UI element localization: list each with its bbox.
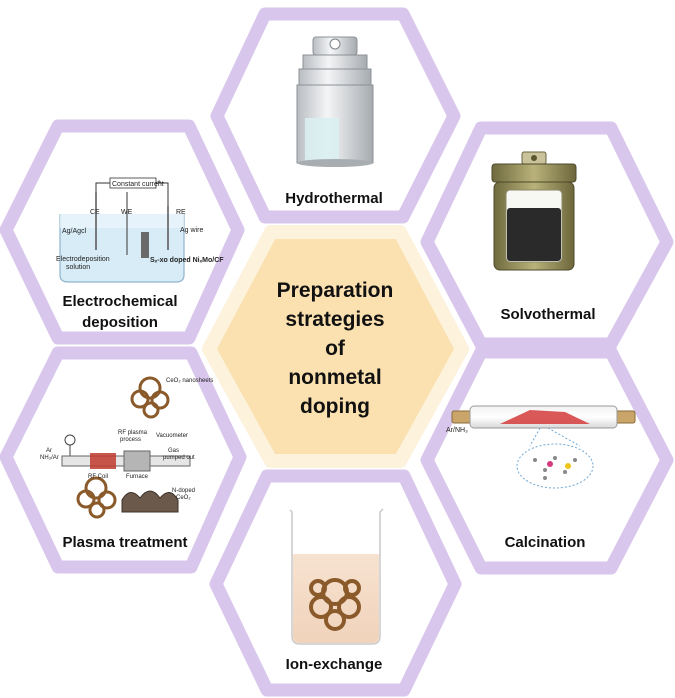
re-label: RE <box>176 209 186 216</box>
solvothermal-label: Solvothermal <box>500 306 595 323</box>
rf-coil-label: RF Coil <box>88 474 108 480</box>
hex-center <box>202 225 469 468</box>
electrochemical-label-1: Electrochemical <box>62 293 177 310</box>
ceo2-nanosheets-label: CeO₂ nanosheets <box>166 378 213 384</box>
center-title-line-5: doping <box>300 395 370 418</box>
gas-inlet-label-1: Ar <box>46 448 52 454</box>
gas-inlet-label-2: NH₃/Ar <box>40 455 59 461</box>
n-doped-label-2: CeO₂ <box>176 495 191 501</box>
center-title-line-3: of <box>325 337 346 360</box>
center-title-line-4: nonmetal <box>288 366 381 389</box>
rf-plasma-label-1: RF plasma <box>118 430 148 436</box>
vacuometer-label: Vacuometer <box>156 433 188 439</box>
sample-label: Sₓ-xo doped NiₓMo/CF <box>150 257 224 264</box>
autoclave-image <box>296 36 374 167</box>
we-label: WE <box>121 209 133 216</box>
center-title-line-1: Preparation <box>277 279 394 302</box>
ag-wire-label: Ag wire <box>180 227 203 234</box>
beaker-image <box>289 508 384 645</box>
solution-label-1: Electrodeposition <box>56 256 110 263</box>
gas-out-label-2: pumped out <box>163 455 195 461</box>
furnace-label: Furnace <box>126 474 149 480</box>
svg-text:+: + <box>157 179 161 186</box>
electrochemical-cell-image: Constant current + CE WE RE Ag/Agcl Ag w… <box>56 177 224 283</box>
center-title: Preparation strategies of nonmetal dopin… <box>277 279 394 418</box>
plasma-setup-image: CeO₂ nanosheets RF plasma process Vacuom… <box>40 376 213 519</box>
n-doped-label-1: N-doped <box>172 488 195 494</box>
hydrothermal-label: Hydrothermal <box>285 190 383 207</box>
rf-plasma-label-2: process <box>120 437 141 443</box>
ion-exchange-label: Ion-exchange <box>286 656 383 673</box>
ref-electrode-label: Ag/Agcl <box>62 228 87 235</box>
constant-current-label: Constant current <box>112 181 164 188</box>
ce-label: CE <box>90 209 100 216</box>
center-title-line-2: strategies <box>285 308 384 331</box>
calcination-tube-image: Ar/NH₃ <box>446 405 636 489</box>
solution-label-2: solution <box>66 264 90 271</box>
gas-out-label-1: Gas <box>168 448 179 454</box>
calcination-label: Calcination <box>505 534 586 551</box>
calcination-gas-label: Ar/NH₃ <box>446 427 468 434</box>
solvothermal-vessel-image <box>491 151 577 271</box>
plasma-treatment-label: Plasma treatment <box>62 534 187 551</box>
electrochemical-label-2: deposition <box>82 314 158 331</box>
